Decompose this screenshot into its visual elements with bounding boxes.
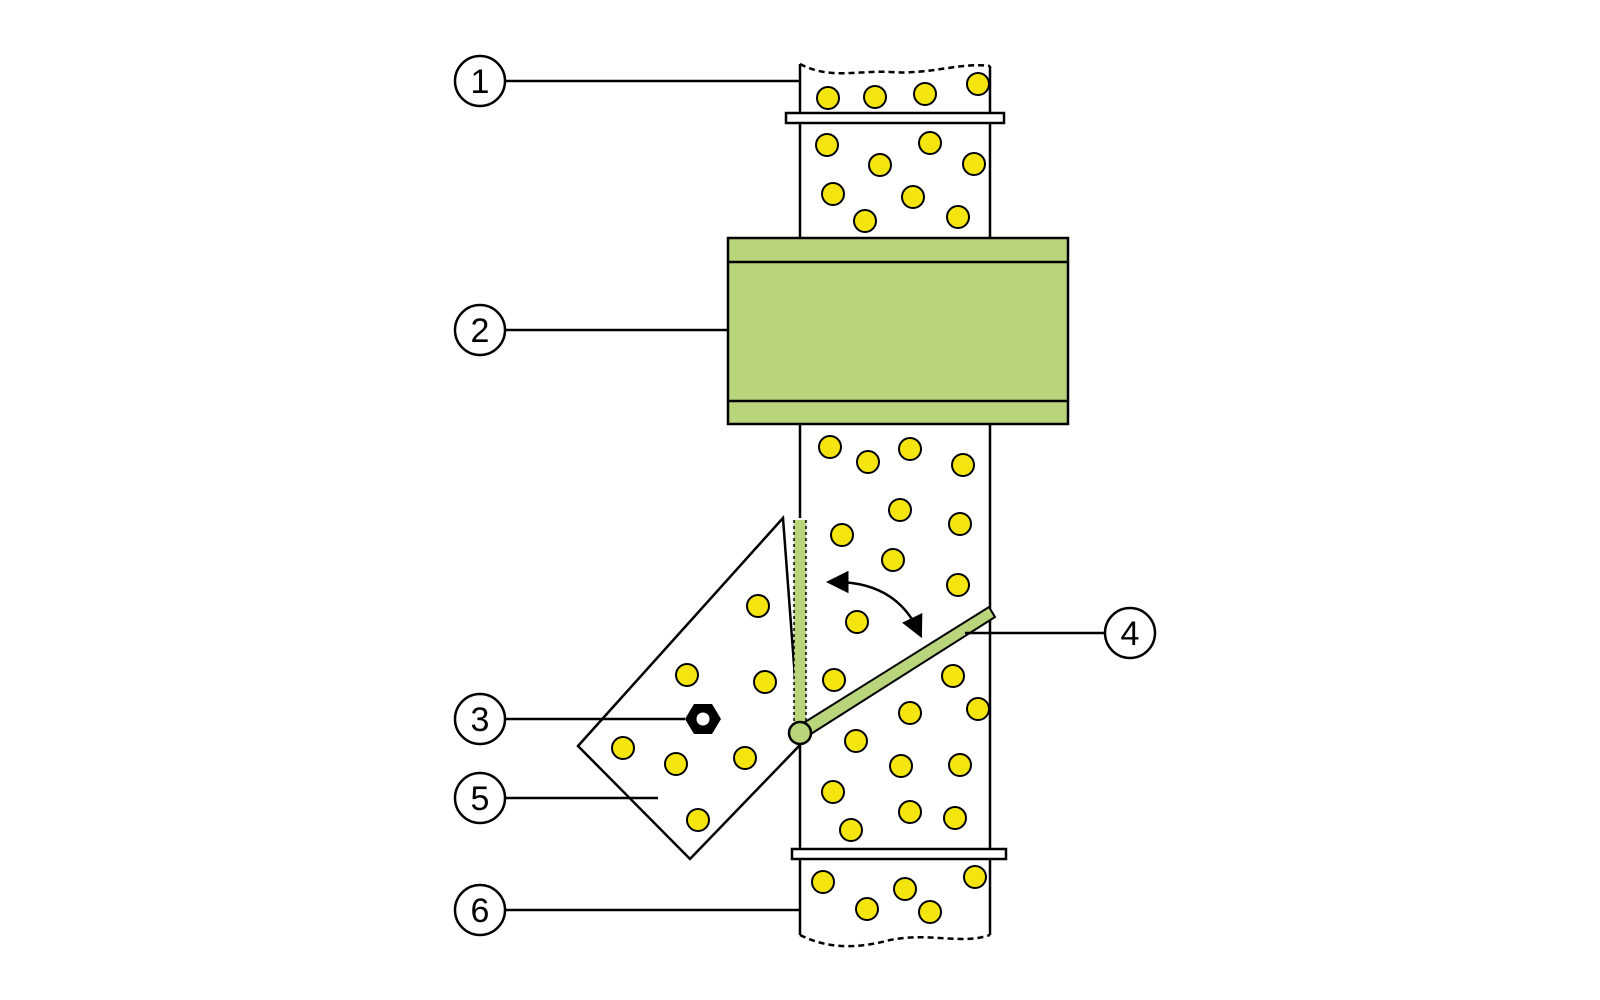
particle: [821, 182, 845, 206]
particle: [686, 808, 710, 832]
particle: [889, 754, 913, 778]
particle: [918, 131, 942, 155]
particle: [822, 668, 846, 692]
particle: [948, 512, 972, 536]
leader-lines: [505, 79, 1105, 912]
particle: [753, 670, 777, 694]
particle: [943, 806, 967, 830]
particle: [881, 548, 905, 572]
particle: [898, 437, 922, 461]
particle: [845, 610, 869, 634]
lower-pipe-break-edge: [799, 933, 991, 948]
particle: [856, 450, 880, 474]
particle: [811, 870, 835, 894]
flap-open-position: [793, 520, 807, 733]
particle: [844, 729, 868, 753]
particle: [963, 865, 987, 889]
particle: [962, 152, 986, 176]
particle: [948, 753, 972, 777]
particle: [664, 752, 688, 776]
particle: [815, 133, 839, 157]
hinge-pivot-icon: [787, 720, 813, 746]
particle: [816, 86, 840, 110]
particle: [901, 185, 925, 209]
particle: [821, 780, 845, 804]
green-collar-unit: [726, 236, 1070, 426]
callout-5-label: 5: [471, 780, 490, 818]
particle: [941, 664, 965, 688]
callout-2-label: 2: [471, 312, 490, 350]
particle: [966, 697, 990, 721]
collar-body: [726, 236, 1070, 426]
particle: [830, 523, 854, 547]
curved-double-arrow-icon: [826, 570, 923, 639]
callout-2: 2: [453, 303, 507, 357]
callout-4: 4: [1103, 606, 1157, 660]
callout-4-label: 4: [1121, 615, 1140, 653]
callout-5: 5: [453, 771, 507, 825]
particle: [611, 736, 635, 760]
particle: [839, 818, 863, 842]
particle: [946, 573, 970, 597]
callout-3: 3: [453, 692, 507, 746]
callout-3-label: 3: [471, 701, 490, 739]
callout-1-label: 1: [471, 63, 490, 101]
particle: [818, 435, 842, 459]
callout-6-label: 6: [471, 892, 490, 930]
hex-nut-icon: [685, 704, 721, 734]
particle: [946, 205, 970, 229]
upper-flange: [784, 111, 1006, 125]
particle: [853, 209, 877, 233]
particle: [898, 701, 922, 725]
particle: [733, 746, 757, 770]
particle: [913, 82, 937, 106]
particle: [893, 877, 917, 901]
particle: [746, 594, 770, 618]
particle: [966, 72, 990, 96]
callout-1: 1: [453, 54, 507, 108]
particle: [675, 663, 699, 687]
callout-6: 6: [453, 883, 507, 937]
particle: [951, 453, 975, 477]
upper-pipe-break-edge: [799, 62, 991, 75]
particle: [863, 85, 887, 109]
particle: [918, 900, 942, 924]
particle: [898, 800, 922, 824]
particle: [888, 498, 912, 522]
lower-flange: [790, 847, 1008, 861]
particle: [855, 897, 879, 921]
particle: [868, 153, 892, 177]
